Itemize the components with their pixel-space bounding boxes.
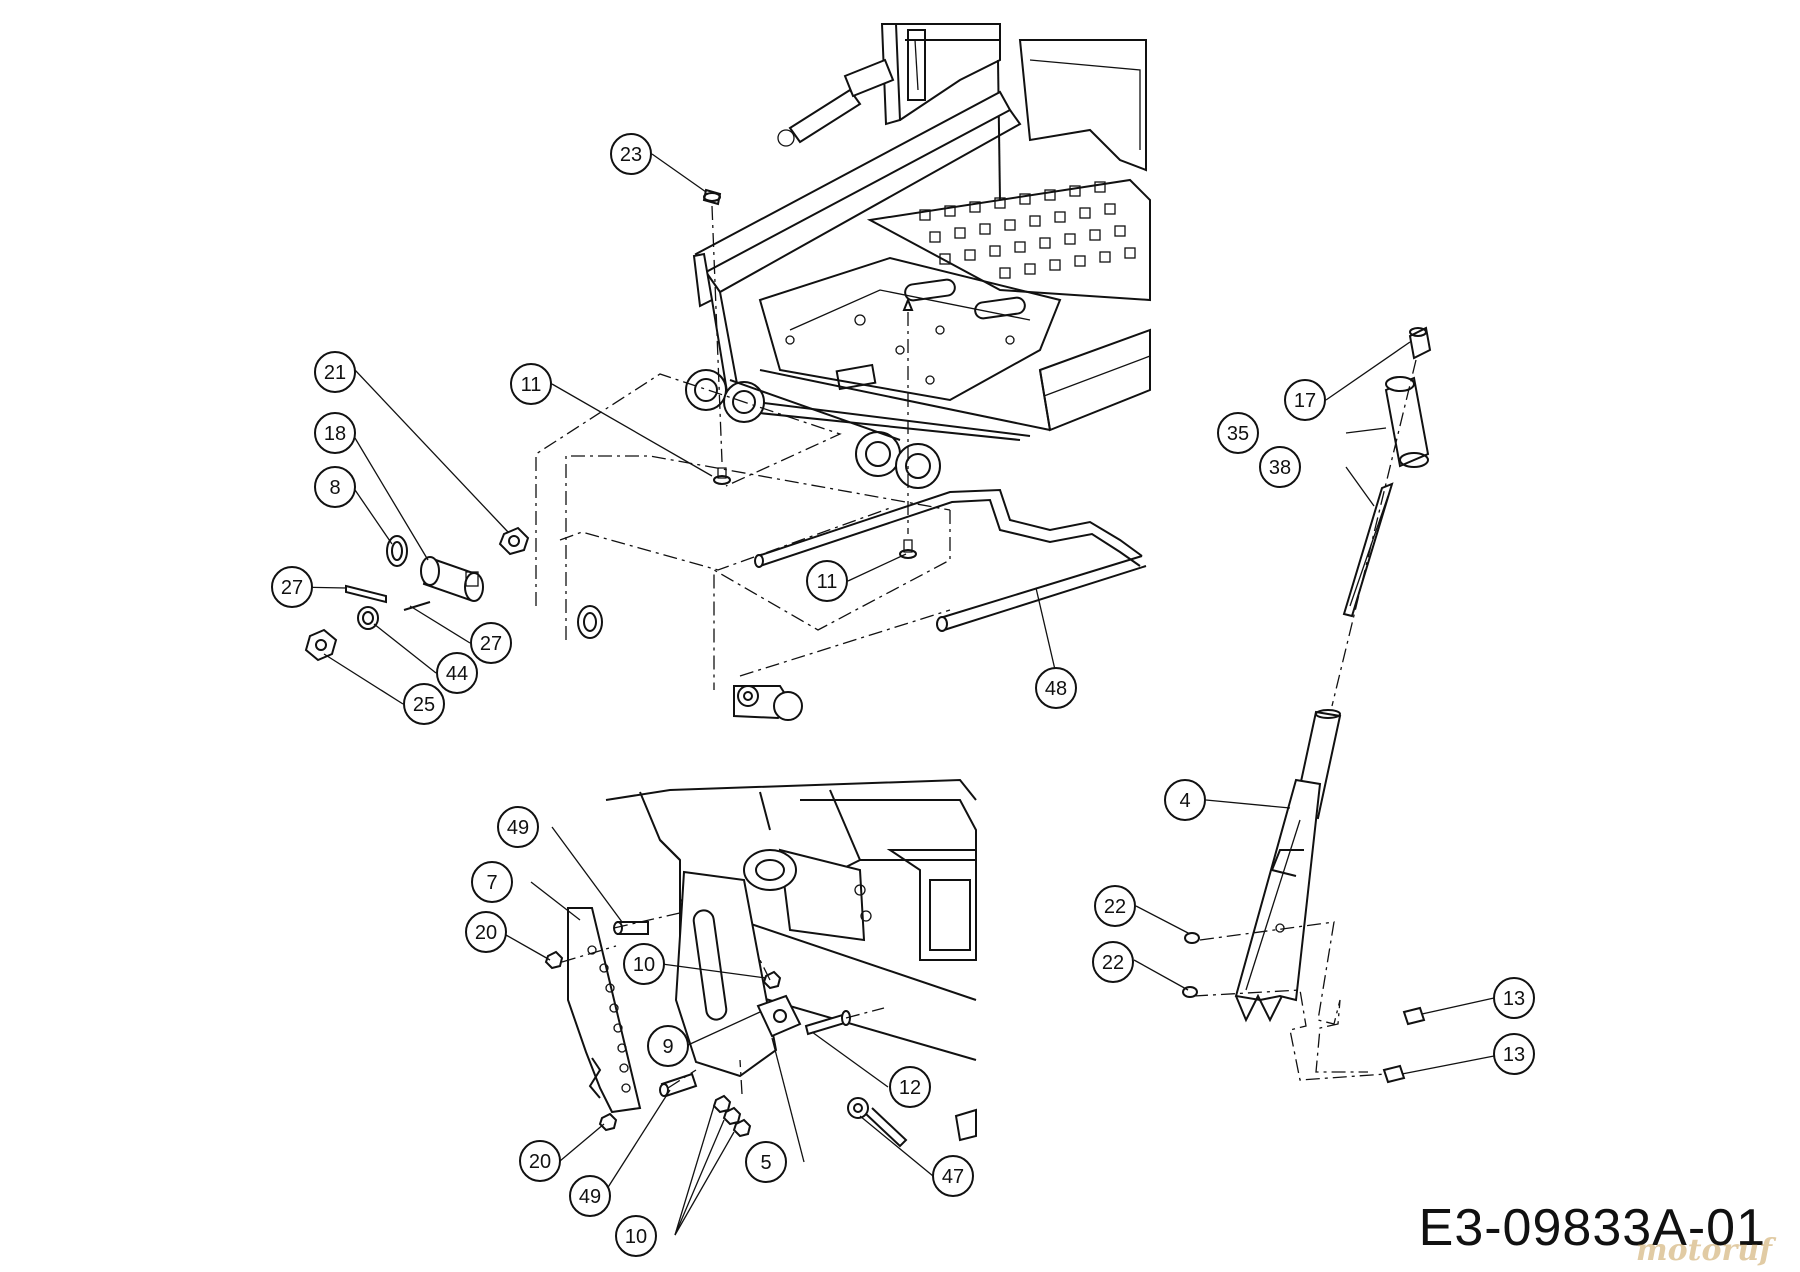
pivot-hardware-drawing bbox=[304, 188, 917, 662]
callout-12-label: 12 bbox=[899, 1077, 921, 1099]
callout-20-lower: 20 bbox=[519, 1140, 561, 1182]
callout-48-label: 48 bbox=[1045, 678, 1067, 700]
callout-48: 48 bbox=[1035, 667, 1077, 709]
callout-20-upper-label: 20 bbox=[475, 922, 497, 944]
callout-13-upper: 13 bbox=[1493, 977, 1535, 1019]
assembly-center-lines bbox=[535, 205, 1417, 1095]
callout-44: 44 bbox=[436, 652, 478, 694]
callout-49-lower: 49 bbox=[569, 1175, 611, 1217]
callout-27-right-label: 27 bbox=[480, 633, 502, 655]
callout-5-label: 5 bbox=[760, 1152, 771, 1174]
callout-10-upper: 10 bbox=[623, 943, 665, 985]
callout-18: 18 bbox=[314, 412, 356, 454]
callout-4-label: 4 bbox=[1179, 790, 1190, 812]
callout-9: 9 bbox=[647, 1025, 689, 1067]
callout-38: 38 bbox=[1259, 446, 1301, 488]
callout-23: 23 bbox=[610, 133, 652, 175]
callout-44-label: 44 bbox=[446, 663, 468, 685]
callout-11-upper: 11 bbox=[510, 363, 552, 405]
callout-leader-lines bbox=[292, 153, 1495, 1236]
callout-20-upper: 20 bbox=[465, 911, 507, 953]
callout-11-lower-label: 11 bbox=[817, 571, 838, 593]
callout-17-label: 17 bbox=[1294, 390, 1316, 412]
callout-49-upper-label: 49 bbox=[507, 817, 529, 839]
callout-20-lower-label: 20 bbox=[529, 1151, 551, 1173]
callout-11-upper-label: 11 bbox=[521, 374, 542, 396]
callout-22-lower: 22 bbox=[1092, 941, 1134, 983]
callout-21-label: 21 bbox=[324, 362, 346, 384]
callout-10-lower: 10 bbox=[615, 1215, 657, 1257]
callout-47-label: 47 bbox=[942, 1166, 964, 1188]
rod-48-drawing bbox=[733, 488, 1147, 721]
callout-10-upper-label: 10 bbox=[633, 954, 655, 976]
callout-8: 8 bbox=[314, 466, 356, 508]
callout-49-lower-label: 49 bbox=[579, 1186, 601, 1208]
callout-35: 35 bbox=[1217, 412, 1259, 454]
lift-handle-drawing bbox=[1182, 326, 1432, 1084]
callout-22-upper: 22 bbox=[1094, 885, 1136, 927]
callout-13-upper-label: 13 bbox=[1503, 988, 1525, 1010]
callout-27-right: 27 bbox=[470, 622, 512, 664]
callout-27-left-label: 27 bbox=[281, 577, 303, 599]
callout-13-lower: 13 bbox=[1493, 1033, 1535, 1075]
callout-7: 7 bbox=[471, 861, 513, 903]
callout-18-label: 18 bbox=[324, 423, 346, 445]
callout-8-label: 8 bbox=[329, 477, 340, 499]
callout-11-lower: 11 bbox=[806, 560, 848, 602]
callout-25-label: 25 bbox=[413, 694, 435, 716]
callout-21: 21 bbox=[314, 351, 356, 393]
callout-27-left: 27 bbox=[271, 566, 313, 608]
callout-9-label: 9 bbox=[662, 1036, 673, 1058]
callout-22-upper-label: 22 bbox=[1104, 896, 1126, 918]
height-adjust-bracket-drawing bbox=[544, 778, 977, 1148]
callout-47: 47 bbox=[932, 1155, 974, 1197]
callout-13-lower-label: 13 bbox=[1503, 1044, 1525, 1066]
callout-23-label: 23 bbox=[620, 144, 642, 166]
seat-frame-drawing bbox=[685, 23, 1151, 489]
drawing-code: E3-09833A-01 bbox=[1418, 1199, 1766, 1257]
callout-5: 5 bbox=[745, 1141, 787, 1183]
watermark-logo: motoruf bbox=[1635, 1233, 1772, 1268]
callout-10-lower-label: 10 bbox=[625, 1226, 647, 1248]
callout-49-upper: 49 bbox=[497, 806, 539, 848]
callout-22-lower-label: 22 bbox=[1102, 952, 1124, 974]
callout-4: 4 bbox=[1164, 779, 1206, 821]
callout-17: 17 bbox=[1284, 379, 1326, 421]
callout-25: 25 bbox=[403, 683, 445, 725]
callout-38-label: 38 bbox=[1269, 457, 1291, 479]
callout-35-label: 35 bbox=[1227, 423, 1249, 445]
callout-12: 12 bbox=[889, 1066, 931, 1108]
callout-7-label: 7 bbox=[486, 872, 497, 894]
